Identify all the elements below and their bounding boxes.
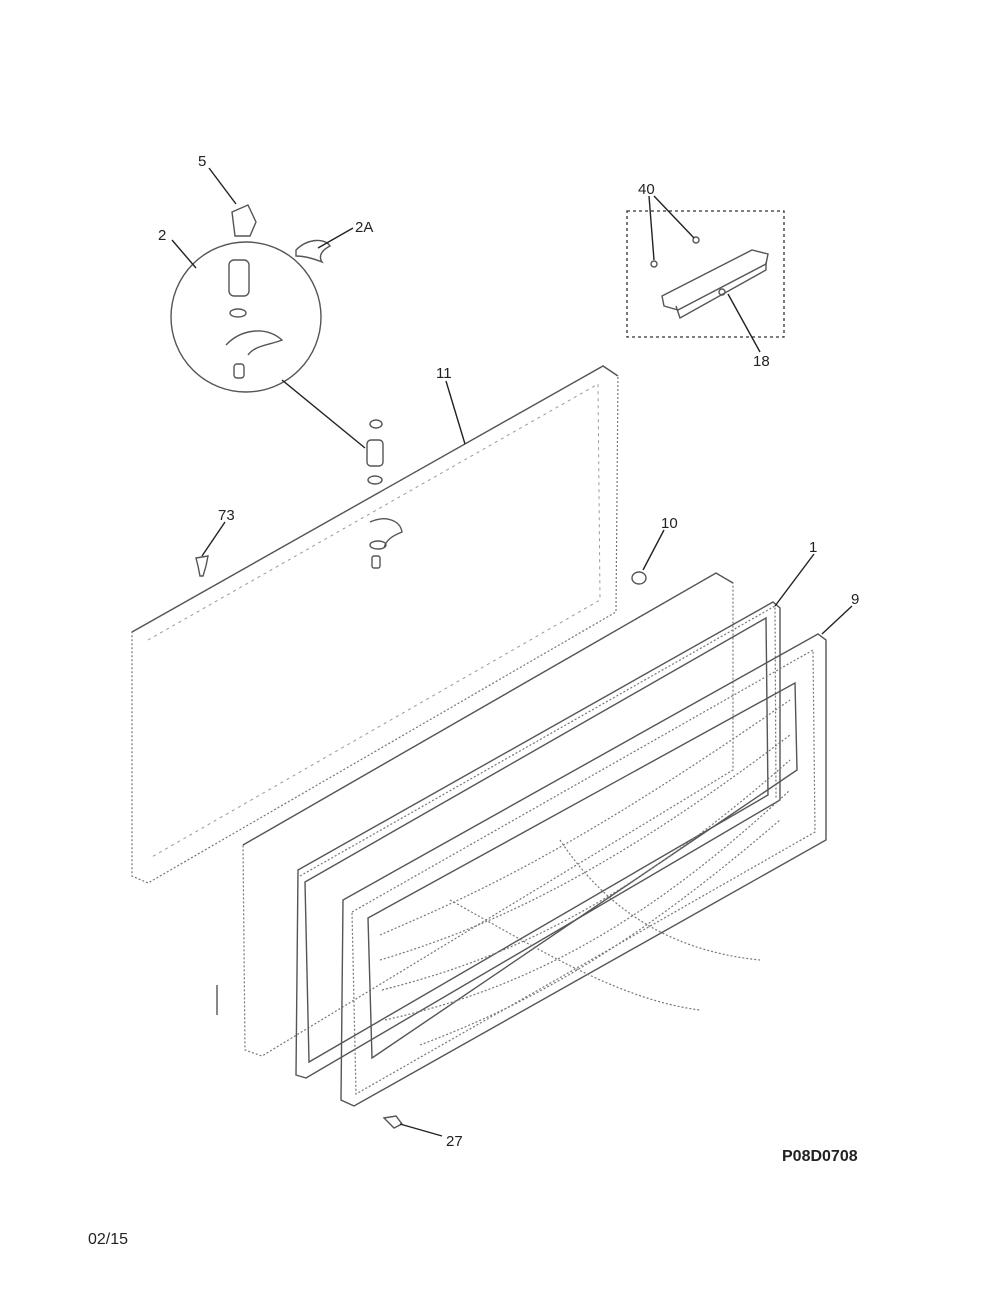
callout-5: 5 <box>198 153 206 170</box>
hinge-parts-assembled <box>366 419 403 569</box>
callout-73: 73 <box>218 507 235 524</box>
callout-9: 9 <box>851 591 859 608</box>
callout-2a: 2A <box>355 219 373 236</box>
date-code: 02/15 <box>88 1231 128 1248</box>
part-1-gasket <box>295 601 781 1079</box>
callout-18: 18 <box>753 353 770 370</box>
callout-11: 11 <box>436 365 452 382</box>
hinge-detail-circle <box>170 241 322 393</box>
part-27-screw <box>382 1115 404 1129</box>
leader-lines <box>171 167 853 1137</box>
part-10-bumper <box>631 571 647 585</box>
insulation-block <box>216 572 734 1057</box>
part-73-screw <box>195 555 209 577</box>
callout-2: 2 <box>158 227 166 244</box>
callout-10: 10 <box>661 515 678 532</box>
callout-40: 40 <box>638 181 655 198</box>
part-11-panel <box>131 365 619 884</box>
part-5-cap <box>231 204 257 237</box>
part-2a-clip <box>295 239 332 264</box>
handle-inset-box <box>626 210 785 338</box>
part-9-liner <box>340 633 827 1107</box>
callout-1: 1 <box>809 539 817 556</box>
drawing-code: P08D0708 <box>782 1148 858 1165</box>
callout-27: 27 <box>446 1133 463 1150</box>
